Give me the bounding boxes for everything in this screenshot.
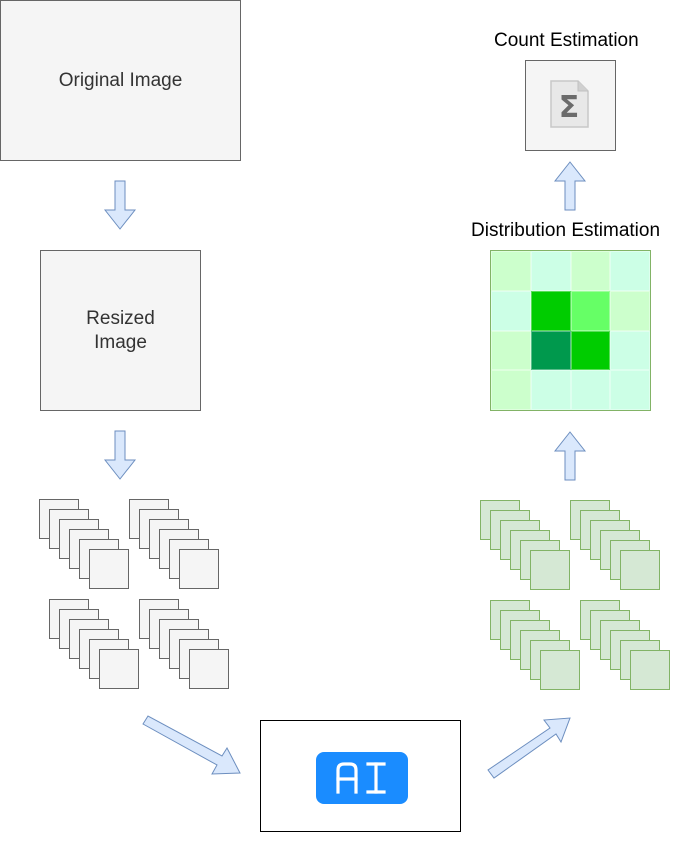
count-estimation-box: Σ xyxy=(525,60,616,151)
image-patch-tile xyxy=(99,649,139,689)
svg-text:Σ: Σ xyxy=(559,90,580,125)
arrow-diagonal-down-icon xyxy=(142,715,241,775)
count-estimation-label: Count Estimation xyxy=(494,30,639,51)
heatmap-cell xyxy=(570,251,611,291)
resized-image-label-line1: Resized xyxy=(86,307,155,329)
resized-image-label-line2: Image xyxy=(94,331,147,353)
heatmap-cell xyxy=(530,251,571,291)
density-patch-tile xyxy=(540,650,580,690)
arrow-down-icon xyxy=(103,430,137,480)
distribution-heatmap xyxy=(490,250,651,411)
arrow-diagonal-up-icon xyxy=(487,717,571,779)
distribution-estimation-label: Distribution Estimation xyxy=(471,220,661,241)
heatmap-cell xyxy=(491,330,531,371)
heatmap-cell xyxy=(530,370,571,410)
heatmap-cell xyxy=(570,290,611,331)
density-patch-tile xyxy=(620,550,660,590)
image-patch-tile xyxy=(89,549,129,589)
heatmap-cell xyxy=(530,330,571,371)
heatmap-cell xyxy=(491,290,531,331)
image-patch-tile xyxy=(189,649,229,689)
heatmap-cell xyxy=(570,330,611,371)
ai-model-box: AI xyxy=(260,720,461,832)
ai-glyph-icon xyxy=(336,762,386,794)
heatmap-cell xyxy=(491,251,531,291)
density-patch-tile xyxy=(630,650,670,690)
heatmap-cell xyxy=(610,370,650,410)
ai-badge-icon xyxy=(316,752,408,804)
sigma-document-icon: Σ xyxy=(550,80,589,128)
arrow-down-icon xyxy=(103,180,137,230)
heatmap-cell xyxy=(610,330,650,371)
original-image-label: Original Image xyxy=(58,69,183,91)
ai-label: AI xyxy=(261,721,262,722)
heatmap-cell xyxy=(491,370,531,410)
density-patch-tile xyxy=(530,550,570,590)
heatmap-cell xyxy=(570,370,611,410)
arrow-up-icon xyxy=(553,431,587,481)
image-patch-tile xyxy=(179,549,219,589)
heatmap-cell xyxy=(610,290,650,331)
resized-image-box: Resized Image xyxy=(40,250,201,411)
arrow-up-icon xyxy=(553,161,587,211)
original-image-box: Original Image xyxy=(0,0,241,161)
heatmap-cell xyxy=(530,290,571,331)
heatmap-cell xyxy=(610,251,650,291)
